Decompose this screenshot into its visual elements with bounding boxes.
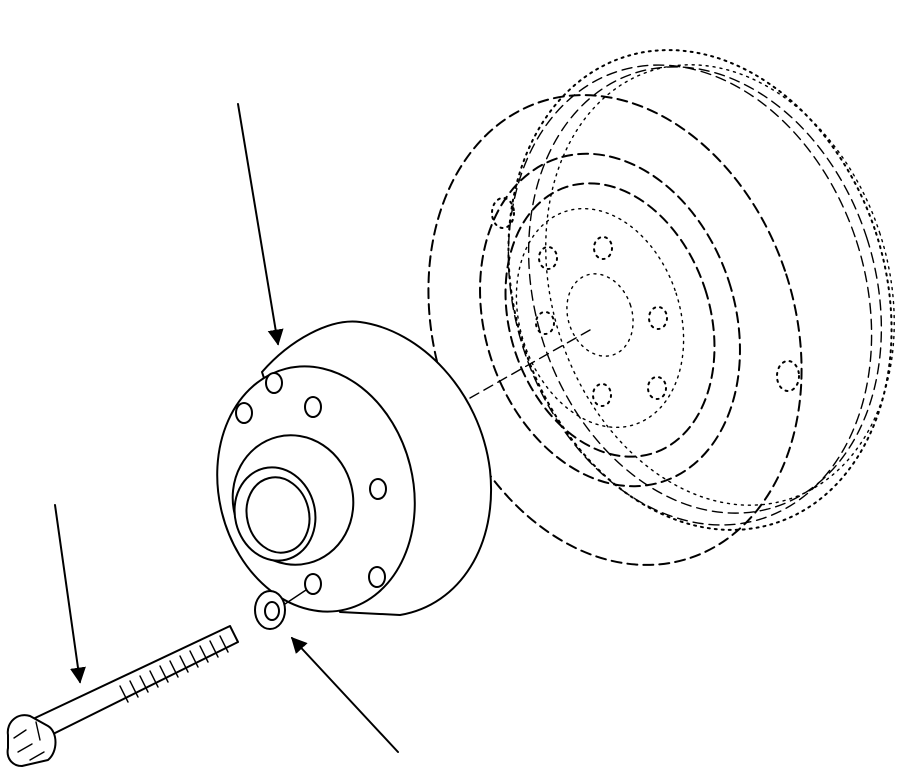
coupling-bolt-hole [304,396,322,418]
flywheel-inner-ring-1 [479,152,741,488]
coupling-bolt-hole [265,372,283,394]
bolt [6,625,239,767]
flywheel-bolt-hole [593,236,613,260]
flywheel-bolt-hole [647,376,667,400]
flywheel-center-bore [566,273,634,357]
washer [254,589,307,630]
coupling [216,320,492,616]
washer-inner [264,601,280,621]
flywheel-dowel-hole [776,360,800,392]
coupling-bolt-hole [235,402,253,424]
bolt-head-splines [13,721,45,761]
coupling-bore-inner [245,476,311,554]
flywheel-hub-ring [515,207,685,429]
coupling-bolt-hole [304,573,322,595]
flywheel-ring-gear-2 [527,66,883,514]
flywheel-dowel-hole [491,197,515,229]
callout-arrows [54,103,399,753]
arrow-to-coupling [237,103,284,346]
flywheel-bolt-hole [592,383,612,407]
arrow-to-bolt [54,504,86,684]
flywheel-bolt-hole [538,246,558,270]
flywheel-center-line [469,329,591,399]
flywheel-bolt-hole [648,306,668,330]
flywheel-rim-back [507,49,893,531]
washer-center-line [284,589,307,605]
bolt-threads [119,635,229,703]
flywheel [427,49,895,566]
bolt-shank [34,625,239,739]
coupling-bolt-hole [368,566,386,588]
arrow-to-washer [290,636,399,753]
bolt-head [6,714,57,767]
flywheel-bolt-hole [535,311,555,335]
flywheel-ring-gear-1 [507,64,873,526]
coupling-bolt-hole [369,478,387,500]
flywheel-inner-ring-2 [504,182,716,458]
flywheel-ring-gear-3 [545,64,895,506]
